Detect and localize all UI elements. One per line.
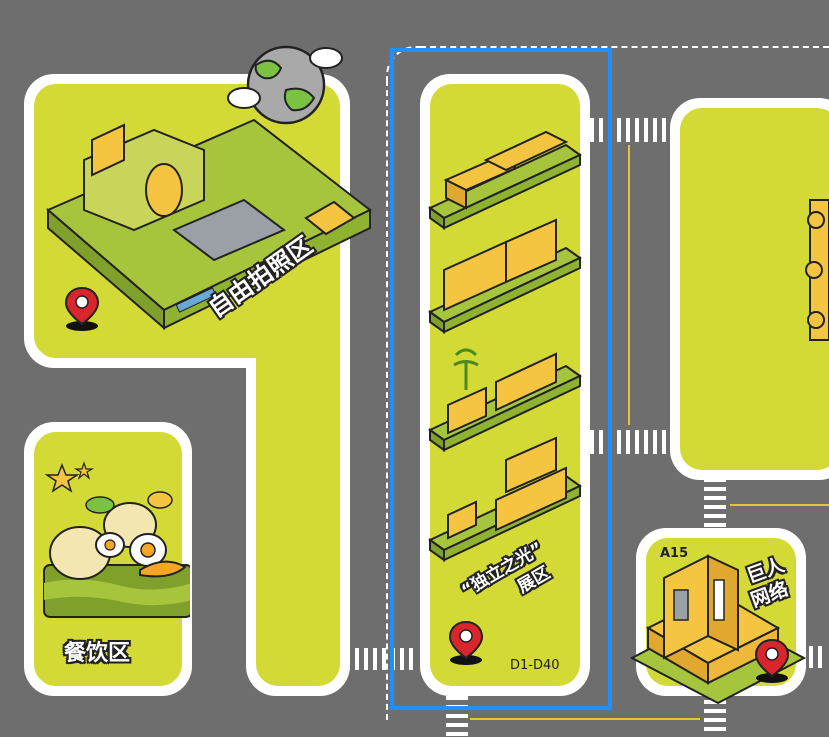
ferris-wheel-partial <box>805 199 829 341</box>
booth-range: D1-D40 <box>510 658 560 673</box>
food-zone-label: 餐饮区 <box>64 641 131 666</box>
location-pin-icon <box>64 286 100 331</box>
crosswalk-4 <box>704 478 726 527</box>
lane-line-yellow-3 <box>470 718 700 720</box>
exhibit-illustration <box>428 130 582 562</box>
food-illustration <box>43 461 190 618</box>
route-dashed-top <box>420 46 829 48</box>
right-zone-block[interactable] <box>680 108 829 470</box>
photo-zone-illustration <box>46 118 372 331</box>
network-zone-code: A15 <box>660 546 689 561</box>
selected-zone-highlight <box>390 48 612 710</box>
location-pin-icon <box>754 638 790 683</box>
lane-line-yellow-1 <box>628 145 630 425</box>
route-dashed-corner <box>386 46 426 86</box>
route-dashed-left <box>386 80 388 720</box>
globe-icon <box>227 45 343 125</box>
photo-zone-stem <box>256 300 340 686</box>
location-pin-icon <box>448 620 484 665</box>
lane-line-yellow-2 <box>730 504 829 506</box>
